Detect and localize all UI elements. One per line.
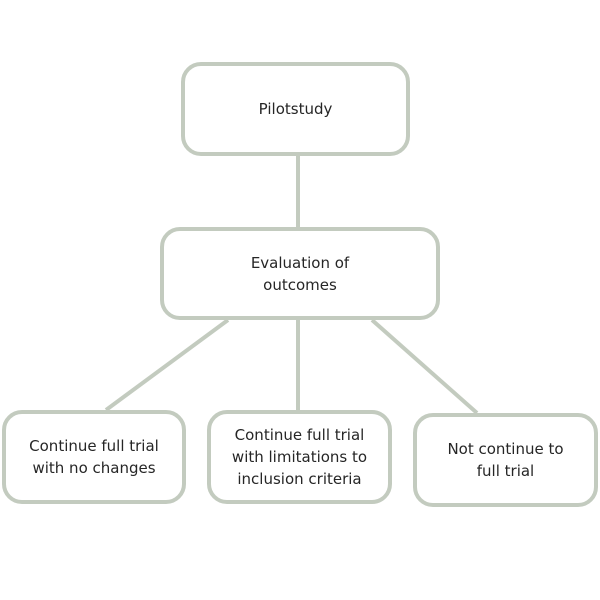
node-evaluation-label: Evaluation of outcomes (250, 253, 350, 294)
node-not-continue-label: Not continue to full trial (447, 440, 564, 480)
node-evaluation-of-outcomes: Evaluation of outcomes (160, 227, 440, 320)
node-continue-no-changes: Continue full trial with no changes (2, 410, 186, 504)
node-pilotstudy-label: Pilotstudy (258, 100, 333, 118)
node-continue-no-changes-label: Continue full trial with no changes (29, 437, 159, 477)
node-continue-with-limitations-label: Continue full trial with limitations to … (231, 426, 368, 488)
node-not-continue: Not continue to full trial (413, 413, 598, 507)
node-continue-with-limitations: Continue full trial with limitations to … (207, 410, 392, 504)
node-pilotstudy: Pilotstudy (181, 62, 410, 156)
edge-evaluation-to-not-continue (370, 318, 479, 415)
edge-evaluation-to-no-changes (104, 318, 230, 412)
